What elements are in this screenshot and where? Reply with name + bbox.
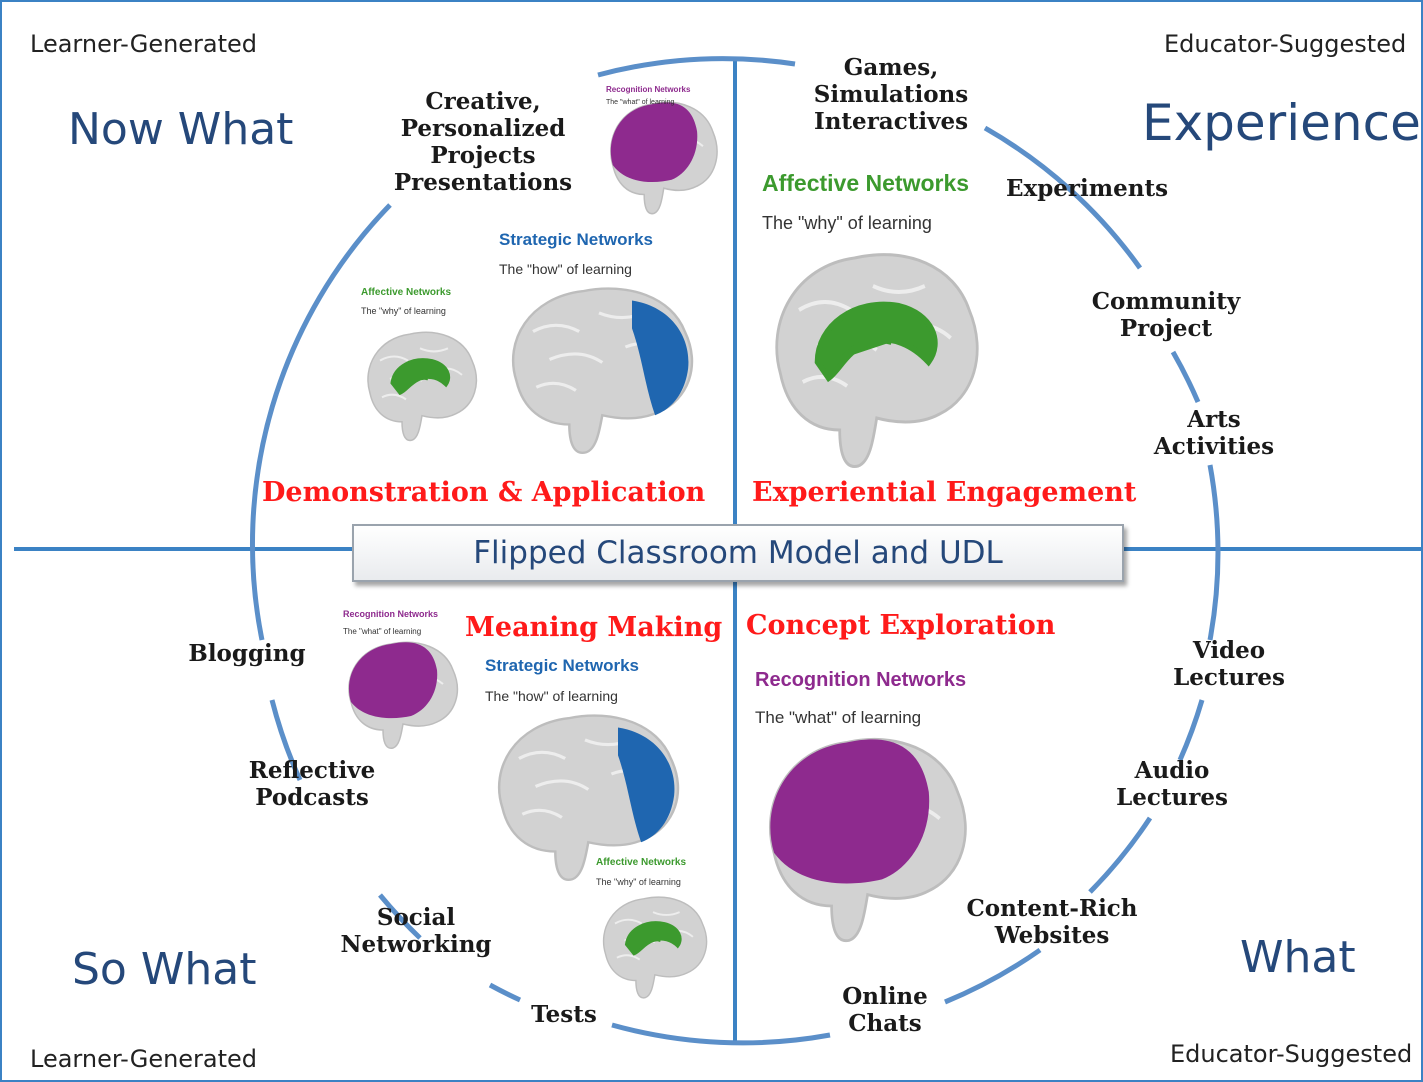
network-sub-affective-tl: The "why" of learning xyxy=(361,306,446,316)
network-sub-strategic-tl: The "how" of learning xyxy=(499,261,632,277)
corner-label-bottom-right: Educator-Suggested xyxy=(1170,1040,1413,1068)
activity-content-rich-websites: Content-Rich Websites xyxy=(966,895,1138,949)
brain-strategic-large-top-icon xyxy=(511,286,694,455)
network-label-affective-tr: Affective Networks xyxy=(762,170,970,196)
phase-label-meaning: Meaning Making xyxy=(465,612,723,643)
center-title-box: Flipped Classroom Model and UDL xyxy=(352,524,1124,582)
phase-label-concept: Concept Exploration xyxy=(746,610,1056,641)
activity-creative-projects: Creative, Personalized Projects Presenta… xyxy=(393,88,573,196)
brain-affective-small-left-icon xyxy=(366,331,478,442)
phase-label-experiential: Experiential Engagement xyxy=(752,477,1137,508)
activity-blogging: Blogging xyxy=(188,640,306,667)
quadrant-label-so-what: So What xyxy=(72,944,257,995)
activity-social-networking: Social Networking xyxy=(340,904,492,958)
corner-label-top-right: Educator-Suggested xyxy=(1164,30,1407,58)
brain-strategic-large-bottom-icon xyxy=(497,713,680,882)
center-title: Flipped Classroom Model and UDL xyxy=(473,535,1003,571)
phase-label-demonstration: Demonstration & Application xyxy=(262,477,706,508)
activity-online-chats: Online Chats xyxy=(842,983,928,1037)
network-sub-recognition-bl: The "what" of learning xyxy=(343,627,422,636)
brain-affective-small-bottom-icon xyxy=(602,896,708,999)
brain-recognition-small-bottom-icon xyxy=(347,641,459,750)
network-sub-affective-bl: The "why" of learning xyxy=(596,877,681,887)
cycle-circle xyxy=(250,56,1221,1046)
brain-recognition-large-bottom-icon xyxy=(768,737,968,943)
activity-reflective-podcasts: Reflective Podcasts xyxy=(248,757,376,811)
network-label-affective-bl: Affective Networks xyxy=(596,857,687,868)
network-sub-strategic-bl: The "how" of learning xyxy=(485,688,618,704)
activity-tests: Tests xyxy=(531,1001,597,1028)
brain-recognition-small-top-icon xyxy=(609,101,719,215)
network-label-recognition-tl: Recognition Networks xyxy=(606,85,691,94)
network-label-affective-tl: Affective Networks xyxy=(361,287,452,298)
activity-community-project: Community Project xyxy=(1091,288,1241,342)
network-sub-affective-tr: The "why" of learning xyxy=(762,213,932,233)
activity-experiments: Experiments xyxy=(1005,175,1169,202)
network-label-strategic-tl: Strategic Networks xyxy=(499,230,653,249)
network-sub-recognition-br: The "what" of learning xyxy=(755,708,922,727)
network-sub-recognition-tl: The "what" of learning xyxy=(606,99,675,106)
network-label-recognition-bl: Recognition Networks xyxy=(343,609,439,619)
quadrant-label-experience: Experience xyxy=(1142,94,1421,152)
corner-label-bottom-left: Learner-Generated xyxy=(30,1045,258,1073)
network-label-strategic-bl: Strategic Networks xyxy=(485,656,639,675)
quadrant-label-what: What xyxy=(1240,932,1356,983)
activity-video-lectures: Video Lectures xyxy=(1173,637,1285,691)
activity-games: Games, Simulations Interactives xyxy=(813,54,969,135)
corner-label-top-left: Learner-Generated xyxy=(30,30,258,58)
activity-audio-lectures: Audio Lectures xyxy=(1116,757,1228,811)
network-label-recognition-br: Recognition Networks xyxy=(755,669,967,691)
activity-arts: Arts Activities xyxy=(1153,406,1275,460)
brain-affective-large-top-icon xyxy=(774,252,980,469)
quadrant-label-now-what: Now What xyxy=(68,104,294,155)
